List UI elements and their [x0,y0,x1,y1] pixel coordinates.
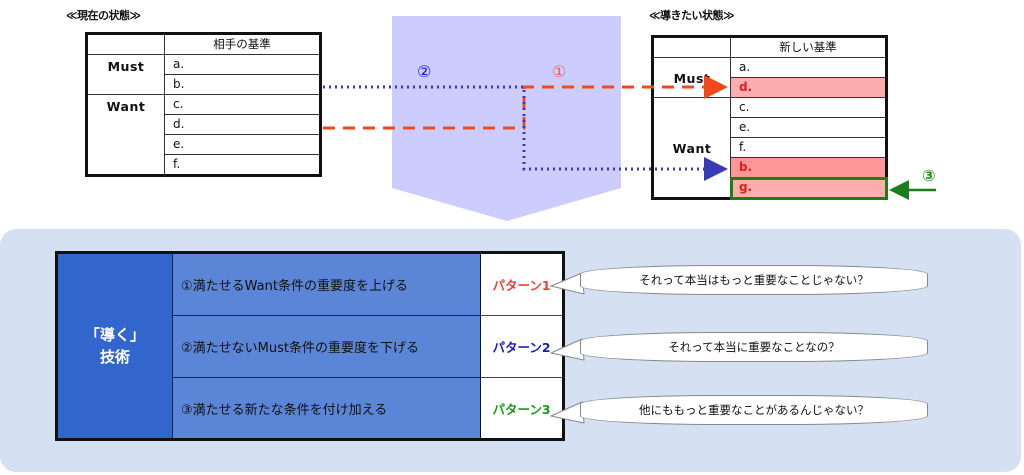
question-bubble-1: それって本当はもっと重要なことじゃない？ [580,265,928,295]
marker-2: ② [417,62,432,81]
current-item: e. [164,134,321,155]
pattern-label-2: パターン2 [480,316,562,378]
current-item: b. [164,74,321,95]
technique-method-1: ①満たせるWant条件の重要度を上げる [173,254,480,316]
question-bubble-2: それって本当に重要なことなの？ [580,332,928,362]
target-item: c. [730,97,887,118]
marker-1: ① [552,62,567,81]
current-criteria-header: 相手の基準 [164,33,321,55]
technique-method-2: ②満たせないMust条件の重要度を下げる [173,316,480,378]
technique-method-3: ③満たせる新たな条件を付け加える [173,378,480,438]
current-item: d. [164,114,321,135]
target-criteria-header: 新しい基準 [730,36,887,58]
current-state-title: ≪現在の状態≫ [66,9,141,22]
target-want-label: Want [652,97,731,199]
question-bubble-3: 他にももっと重要なことがあるんじゃない？ [580,395,928,425]
target-item-moved-b: b. [730,157,887,178]
target-state-title: ≪導きたい状態≫ [649,9,735,22]
current-want-label: Want [86,94,165,176]
current-item: f. [164,154,321,176]
target-item: f. [730,137,887,158]
target-item-moved-d: d. [730,77,887,98]
current-must-label: Must [86,54,165,95]
target-item: e. [730,117,887,138]
pattern-label-1: パターン1 [480,254,562,316]
target-must-label: Must [652,57,731,98]
current-item: a. [164,54,321,75]
technique-title: 「導く」 技術 [58,254,173,438]
target-criteria-table: 新しい基準 Must a. d. Want c. e. f. b. g. [651,35,888,200]
technique-table: 「導く」 技術 ①満たせるWant条件の重要度を上げる パターン1 ②満たせない… [55,251,565,441]
target-item: a. [730,57,887,78]
target-item-new-g: g. [729,176,888,200]
chevron-down-arrow [392,16,621,221]
pattern-label-3: パターン3 [480,378,562,438]
marker-3: ③ [922,166,936,185]
current-item: c. [164,94,321,115]
current-criteria-table: 相手の基準 Must a. b. Want c. d. e. f. [85,32,322,177]
